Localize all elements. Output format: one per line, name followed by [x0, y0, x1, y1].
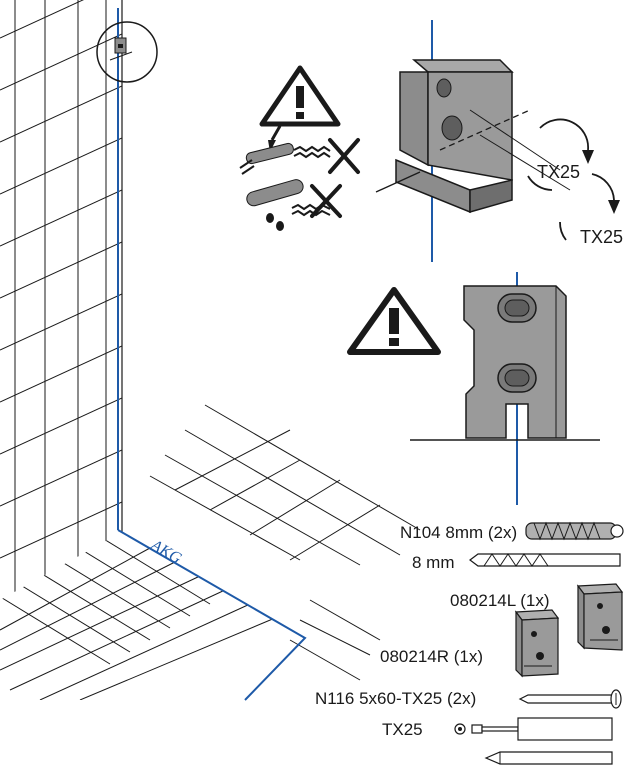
rotation-arrow-icon [527, 118, 620, 241]
part-label-screw: N116 5x60-TX25 (2x) [315, 689, 476, 708]
wall-anchor-icon [525, 521, 624, 541]
part-label-bracket-right: 080214R (1x) [380, 647, 483, 666]
water-pipe-icon [246, 179, 331, 231]
screwdriver-icon [454, 717, 613, 741]
floor-extension [149, 404, 421, 681]
tiled-wall [0, 0, 122, 600]
torque-label-2: TX25 [580, 227, 623, 247]
no-drill-icon [310, 138, 360, 218]
electric-cable-icon [239, 125, 331, 175]
warning-icon-large [347, 287, 441, 355]
bracket-3d-view [375, 59, 571, 214]
tiled-floor [0, 532, 276, 700]
bracket-right-icon [514, 609, 560, 678]
bracket-left-icon [576, 583, 624, 651]
torque-label-1: TX25 [537, 162, 580, 182]
detail-magnifier [96, 21, 158, 83]
part-label-anchor: N104 8mm (2x) [400, 523, 517, 542]
part-label-bit: TX25 [382, 720, 423, 739]
bracket-front-view [410, 285, 600, 441]
floor-mark-label: AKG [147, 536, 184, 567]
screw-icon [518, 689, 622, 709]
part-label-drill-bit: 8 mm [412, 553, 455, 572]
part-label-bracket-left: 080214L (1x) [450, 591, 550, 610]
drill-bit-icon [469, 553, 621, 567]
pencil-icon [484, 751, 613, 765]
warning-icon [259, 65, 341, 127]
